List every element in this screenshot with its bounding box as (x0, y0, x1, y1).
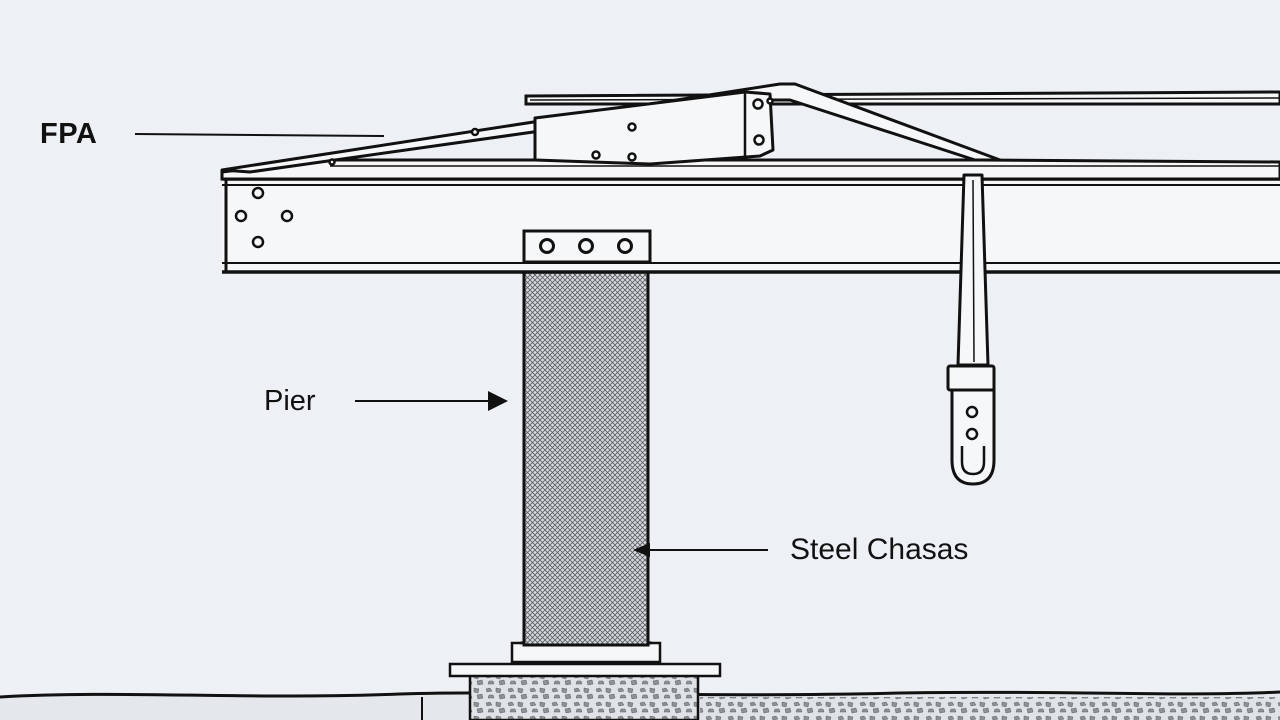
pier-column (522, 260, 650, 647)
leader-lines (134, 133, 768, 557)
hanger-shackle (946, 173, 996, 486)
fpa-frame (220, 82, 1280, 181)
steel-chassis-arrowhead (633, 543, 650, 557)
beam-end-bolts (234, 186, 294, 249)
pier-footing (448, 624, 722, 720)
gravel-layer (700, 697, 1280, 720)
pier-cap-plate (522, 229, 652, 264)
fpa-leader-line (134, 133, 385, 137)
label-steel-chassis: Steel Chasas (790, 533, 968, 566)
label-pier: Pier (264, 385, 316, 417)
label-fpa: FPA (40, 118, 97, 150)
main-beam (222, 177, 1280, 274)
